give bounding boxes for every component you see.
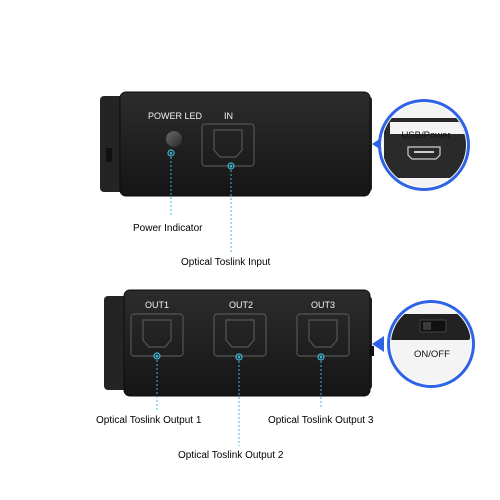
optical-output-2-callout-label: Optical Toslink Output 2 [178, 450, 284, 461]
output-1-label: OUT1 [145, 300, 170, 310]
optical-output-3-callout-label: Optical Toslink Output 3 [268, 415, 374, 426]
on-off-label: ON/OFF [414, 349, 450, 360]
optical-input-callout-label: Optical Toslink Input [181, 257, 271, 268]
toggle-switch-icon [419, 319, 447, 333]
toslink-output-port-3-icon [296, 313, 350, 357]
top-device [100, 91, 372, 197]
callout-lines [156, 153, 322, 446]
toslink-output-port-2-icon [213, 313, 267, 357]
usb-power-callout [372, 99, 470, 191]
power-indicator-callout-label: Power Indicator [133, 223, 203, 234]
power-led-label: POWER LED [148, 111, 203, 121]
mini-usb-port-icon [407, 146, 441, 160]
on-off-switch-callout [372, 300, 475, 388]
usb-power-label: USB/Power [401, 130, 451, 141]
output-2-label: OUT2 [229, 300, 254, 310]
power-led-icon [166, 131, 182, 147]
input-port-label: IN [224, 111, 233, 121]
bottom-device [104, 289, 374, 397]
output-3-label: OUT3 [311, 300, 336, 310]
callout-dots [153, 149, 325, 361]
optical-output-1-callout-label: Optical Toslink Output 1 [96, 415, 202, 426]
